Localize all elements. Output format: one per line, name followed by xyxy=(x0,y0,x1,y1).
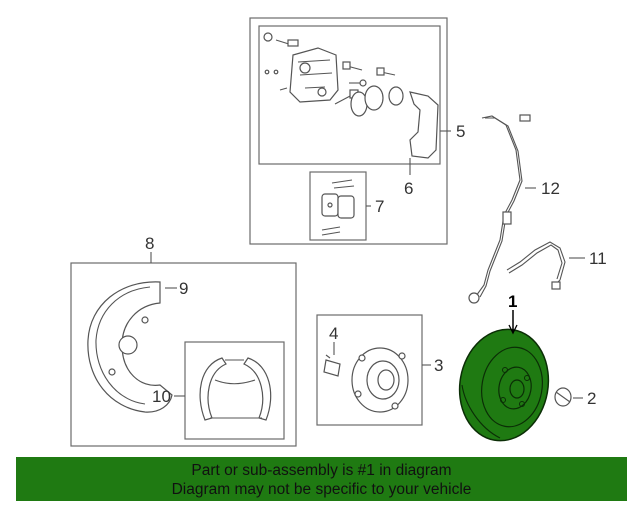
brake-pad-kit xyxy=(321,179,355,236)
hub-group: 4 3 xyxy=(316,314,443,426)
abs-connector xyxy=(519,114,531,122)
caliper-assembly-group: 5 6 7 xyxy=(249,17,465,245)
rotor-screw xyxy=(554,387,572,407)
callout-4: 4 xyxy=(329,324,338,343)
abs-sensor-head xyxy=(468,292,480,304)
wheel-stud xyxy=(323,354,341,377)
callout-8: 8 xyxy=(145,234,154,253)
piston xyxy=(364,85,384,111)
backing-plate xyxy=(87,281,173,413)
leader-1-arrow xyxy=(508,324,518,335)
parts-diagram: 5 6 7 12 11 8 9 xyxy=(70,17,607,448)
callout-10: 10 xyxy=(152,387,171,406)
callout-7: 7 xyxy=(375,197,384,216)
banner-line-2: Diagram may not be specific to your vehi… xyxy=(171,481,472,498)
brake-hose: 11 xyxy=(506,241,607,290)
callout-11: 11 xyxy=(589,249,607,268)
callout-12: 12 xyxy=(541,179,560,198)
callout-5: 5 xyxy=(456,122,465,141)
parking-brake-group: 8 9 10 xyxy=(70,234,297,447)
part-info-banner: Part or sub-assembly is #1 in diagram Di… xyxy=(16,457,627,501)
brake-rotor[interactable] xyxy=(451,322,557,448)
abs-clip xyxy=(502,211,512,225)
caliper-bracket xyxy=(409,91,439,159)
callout-2: 2 xyxy=(587,389,596,408)
dust-boot xyxy=(388,86,404,106)
callout-9: 9 xyxy=(179,279,188,298)
caliper-hardware xyxy=(263,32,404,117)
parking-brake-shoes xyxy=(199,357,272,421)
abs-sensor-wire: 12 xyxy=(468,114,560,304)
callout-6: 6 xyxy=(404,179,413,198)
banner-line-1: Part or sub-assembly is #1 in diagram xyxy=(191,462,452,479)
callout-1: 1 xyxy=(508,292,517,311)
callout-3: 3 xyxy=(434,356,443,375)
brake-caliper xyxy=(289,47,339,103)
wheel-hub xyxy=(351,347,409,413)
